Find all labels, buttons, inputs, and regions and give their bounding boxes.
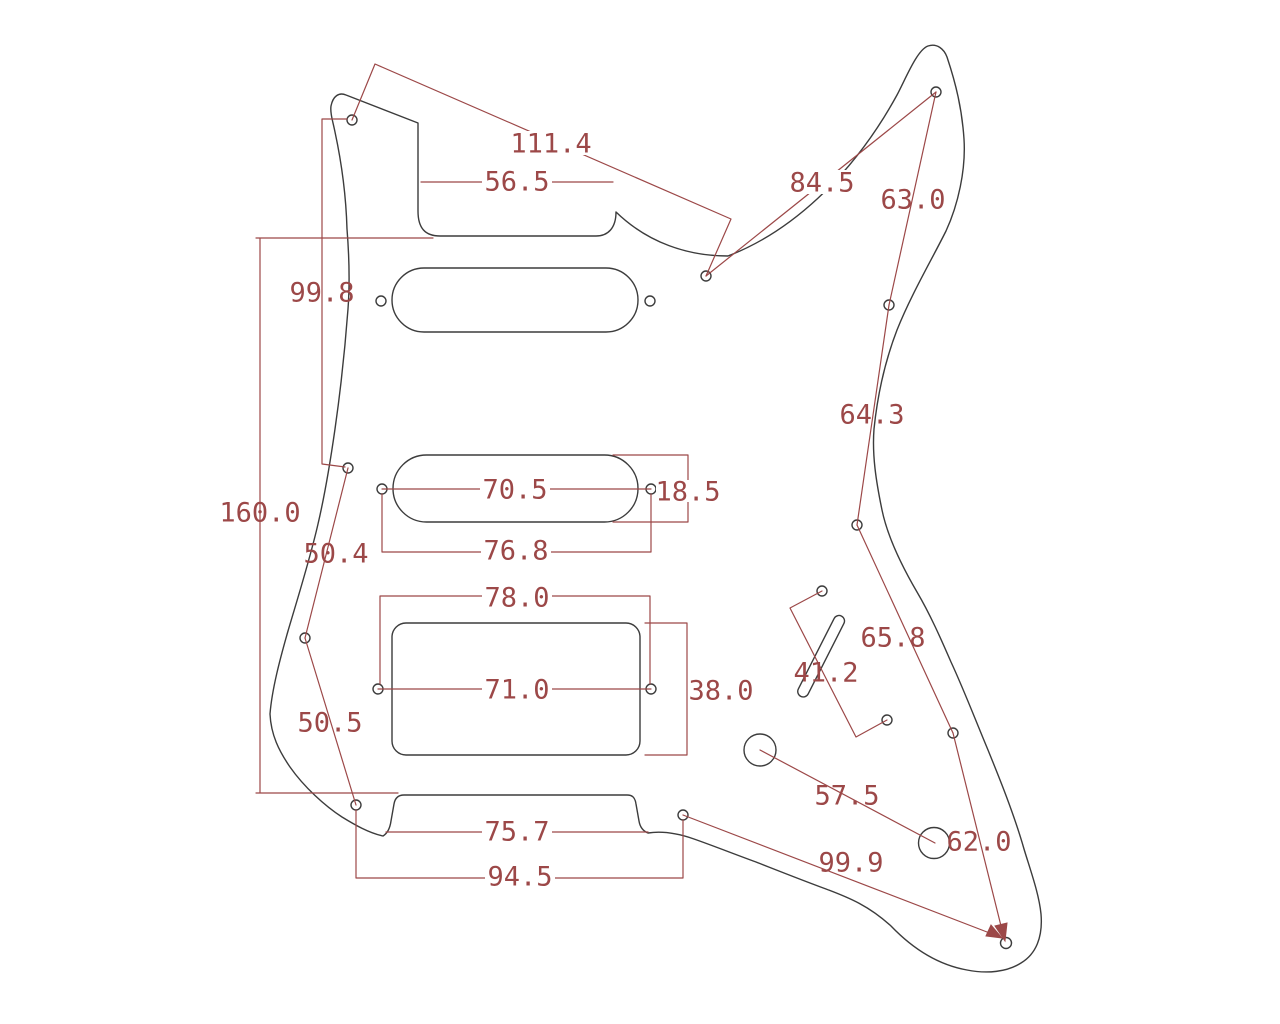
dimension-labels: 111.4 56.5 84.5 63.0 99.8 64.3 160.0 70.… — [219, 129, 1011, 893]
dim-text: 111.4 — [510, 129, 591, 160]
switch-mounting-holes — [816, 585, 893, 726]
label-mask — [482, 169, 552, 193]
dim-text: 50.4 — [303, 539, 368, 570]
dim-line-65-8 — [856, 524, 954, 734]
dim-label-99-9: 99.9 — [818, 848, 883, 879]
dim-text: 38.0 — [688, 676, 753, 707]
dim-label-94-5: 94.5 — [485, 862, 555, 893]
dim-label-50-4: 50.4 — [303, 539, 368, 570]
dim-label-18-5: 18.5 — [655, 477, 720, 508]
dim-text: 18.5 — [655, 477, 720, 508]
screw-hole — [999, 936, 1013, 950]
dim-text: 76.8 — [483, 536, 548, 567]
dim-text: 160.0 — [219, 498, 300, 529]
dim-label-41-2: 41.2 — [793, 658, 858, 689]
dim-label-76-8: 76.8 — [481, 536, 551, 567]
screw-hole — [930, 86, 942, 98]
label-mask — [480, 478, 550, 502]
dim-line-160-0 — [255, 237, 434, 794]
label-mask — [482, 678, 552, 702]
neck-pickup-slot — [391, 267, 639, 333]
dim-label-111-4: 111.4 — [508, 129, 594, 160]
dim-label-57-5: 57.5 — [814, 781, 879, 812]
label-mask — [690, 680, 754, 702]
arrowhead — [994, 922, 1008, 943]
dim-label-65-8: 65.8 — [860, 623, 925, 654]
screw-hole — [851, 519, 863, 531]
dim-text: 50.5 — [297, 708, 362, 739]
dim-line-64-3 — [856, 304, 890, 526]
screw-hole — [299, 632, 311, 644]
dim-text: 41.2 — [793, 658, 858, 689]
dim-line-63-0 — [888, 91, 937, 306]
pickguard-geometry — [269, 44, 1043, 973]
screw-hole — [883, 299, 895, 311]
pickup-screw-hole — [375, 295, 387, 307]
dim-label-38-0: 38.0 — [688, 676, 754, 707]
switch-screw-hole — [881, 714, 893, 726]
dim-text: 57.5 — [814, 781, 879, 812]
dim-label-160-0: 160.0 — [219, 498, 300, 529]
dim-text: 71.0 — [484, 675, 549, 706]
dim-label-78-0: 78.0 — [482, 583, 552, 614]
label-mask — [482, 586, 552, 610]
dim-line-62-0 — [952, 732, 1005, 939]
screw-hole — [342, 462, 354, 474]
dim-text: 65.8 — [860, 623, 925, 654]
dim-label-50-5: 50.5 — [297, 708, 362, 739]
dim-label-71-0: 71.0 — [482, 675, 552, 706]
dim-line-50-4 — [304, 467, 349, 639]
label-mask — [656, 480, 720, 502]
dim-text: 99.9 — [818, 848, 883, 879]
dim-text: 63.0 — [880, 185, 945, 216]
dim-line-57-5 — [759, 749, 936, 844]
screw-holes — [299, 86, 1013, 950]
dim-text: 78.0 — [484, 583, 549, 614]
dim-label-63-0: 63.0 — [880, 185, 945, 216]
dim-line-41-2 — [789, 590, 888, 738]
arrowhead — [985, 924, 1004, 939]
dim-text: 62.0 — [946, 827, 1011, 858]
tone-pot-hole — [917, 826, 951, 860]
dim-text: 75.7 — [484, 817, 549, 848]
dim-label-75-7: 75.7 — [482, 817, 552, 848]
dim-label-99-8: 99.8 — [289, 278, 354, 309]
dim-label-84-5: 84.5 — [787, 168, 857, 199]
screw-hole — [947, 727, 959, 739]
dim-label-56-5: 56.5 — [482, 167, 552, 198]
label-mask — [508, 131, 594, 155]
switch-screw-hole — [816, 585, 828, 597]
label-mask — [485, 865, 555, 889]
dim-line-50-5 — [304, 637, 357, 806]
dim-text: 70.5 — [482, 475, 547, 506]
dim-text: 56.5 — [484, 167, 549, 198]
selector-switch-slot — [797, 614, 846, 698]
pickup-screw-hole — [644, 295, 656, 307]
label-mask — [481, 539, 551, 563]
label-mask — [482, 820, 552, 844]
dim-line-99-9 — [682, 814, 1001, 938]
dim-text: 64.3 — [839, 400, 904, 431]
dim-label-64-3: 64.3 — [839, 400, 904, 431]
dim-line-99-8 — [321, 118, 348, 468]
pickguard-outline — [269, 44, 1043, 973]
screw-hole — [346, 114, 358, 126]
dim-line-38-0 — [644, 622, 688, 756]
dim-text: 99.8 — [289, 278, 354, 309]
screw-hole — [700, 270, 712, 282]
label-mask — [787, 170, 857, 194]
dim-text: 84.5 — [789, 168, 854, 199]
dim-label-70-5: 70.5 — [480, 475, 550, 506]
dim-text: 94.5 — [487, 862, 552, 893]
dim-label-62-0: 62.0 — [946, 827, 1011, 858]
volume-pot-hole — [743, 733, 777, 767]
